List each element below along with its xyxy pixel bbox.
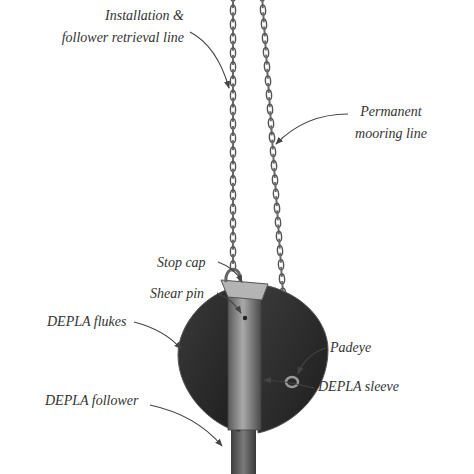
chain-link bbox=[232, 140, 234, 150]
chain-link bbox=[278, 239, 281, 249]
chain-link bbox=[232, 112, 234, 122]
chain-link bbox=[232, 83, 234, 93]
shear-pin-dot bbox=[243, 316, 247, 320]
chain-link bbox=[264, 40, 267, 50]
chain-link bbox=[232, 98, 234, 108]
chain-link bbox=[232, 197, 234, 207]
chain-link bbox=[232, 169, 234, 179]
chain-link bbox=[232, 55, 234, 65]
leader-line bbox=[298, 348, 326, 374]
chain-link bbox=[268, 97, 271, 107]
part-label: Stop cap bbox=[157, 252, 206, 274]
chain-link bbox=[267, 83, 270, 93]
chain-link bbox=[274, 182, 277, 192]
chain-link bbox=[272, 154, 275, 164]
chain-link bbox=[263, 26, 266, 36]
leader-line bbox=[218, 262, 242, 282]
chain-link bbox=[232, 183, 234, 193]
part-label: Installation & follower retrieval line bbox=[58, 5, 184, 49]
part-label: Shear pin bbox=[150, 283, 204, 305]
sleeve-body bbox=[228, 290, 261, 430]
chain-link bbox=[262, 12, 265, 22]
part-label: DEPLA sleeve bbox=[318, 376, 399, 398]
chain-link bbox=[281, 281, 284, 291]
leader-line bbox=[264, 380, 314, 388]
stop-cap-plate bbox=[221, 280, 268, 300]
chain-link bbox=[232, 240, 234, 250]
chain-link bbox=[232, 27, 234, 37]
leader-line bbox=[217, 293, 241, 313]
chain-link bbox=[232, 41, 234, 51]
chain-link bbox=[271, 139, 274, 149]
part-label: Permanent mooring line bbox=[350, 101, 432, 145]
leader-line bbox=[134, 322, 181, 349]
chain-link bbox=[270, 125, 273, 135]
chain-link bbox=[279, 253, 282, 263]
chain-link bbox=[265, 55, 268, 65]
chain-link bbox=[276, 210, 279, 220]
chain-link bbox=[232, 12, 234, 22]
leader-line bbox=[190, 32, 229, 88]
leader-line bbox=[276, 114, 348, 144]
chain-link bbox=[232, 126, 234, 136]
chain-link bbox=[232, 69, 234, 79]
leader-line bbox=[150, 405, 222, 446]
part-label: DEPLA flukes bbox=[47, 311, 126, 333]
chain-link bbox=[232, 154, 234, 164]
chain-link bbox=[273, 168, 276, 178]
part-label: DEPLA follower bbox=[45, 390, 138, 412]
chain-link bbox=[266, 69, 269, 79]
fluke-right bbox=[258, 284, 328, 433]
part-label: Padeye bbox=[330, 337, 371, 359]
chain-link bbox=[232, 211, 234, 221]
chain-link bbox=[232, 254, 234, 264]
chain-link bbox=[261, 0, 264, 8]
chain-link bbox=[269, 111, 272, 121]
chain-link bbox=[277, 224, 280, 234]
follower-pipe bbox=[231, 428, 256, 474]
chain-link bbox=[232, 225, 234, 235]
chain-link bbox=[232, 0, 234, 8]
chain-link bbox=[280, 267, 283, 277]
chain-link bbox=[275, 196, 278, 206]
